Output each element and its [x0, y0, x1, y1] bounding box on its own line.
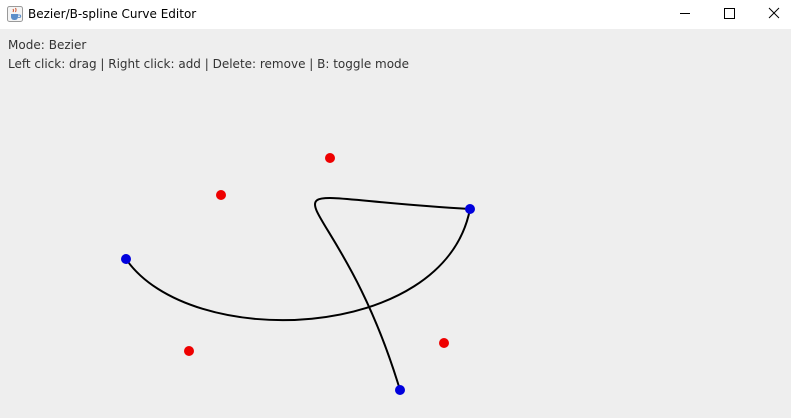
maximize-icon — [724, 8, 735, 19]
mode-indicator: Mode:Bezier — [8, 38, 86, 53]
curve-canvas[interactable]: Mode:Bezier Left click: drag | Right cli… — [0, 29, 791, 418]
window-title: Bezier/B-spline Curve Editor — [28, 7, 197, 21]
mode-value: Bezier — [48, 38, 87, 52]
minimize-button[interactable] — [663, 0, 707, 29]
java-cup-icon — [7, 6, 23, 22]
endpoint-handle[interactable] — [395, 385, 405, 395]
title-bar[interactable]: Bezier/B-spline Curve Editor — [0, 0, 791, 29]
endpoint-handle[interactable] — [465, 204, 475, 214]
endpoint-handle[interactable] — [121, 254, 131, 264]
close-icon — [768, 7, 780, 19]
control-point-handle[interactable] — [216, 190, 226, 200]
maximize-button[interactable] — [707, 0, 751, 29]
close-button[interactable] — [751, 0, 791, 29]
minimize-icon — [680, 13, 690, 14]
curve-segment — [125, 208, 471, 322]
control-point-handle[interactable] — [439, 338, 449, 348]
help-text: Left click: drag | Right click: add | De… — [8, 57, 410, 71]
curve-segment — [313, 197, 471, 391]
mode-label: Mode: — [8, 38, 45, 52]
control-point-handle[interactable] — [325, 153, 335, 163]
control-point-handle[interactable] — [184, 346, 194, 356]
